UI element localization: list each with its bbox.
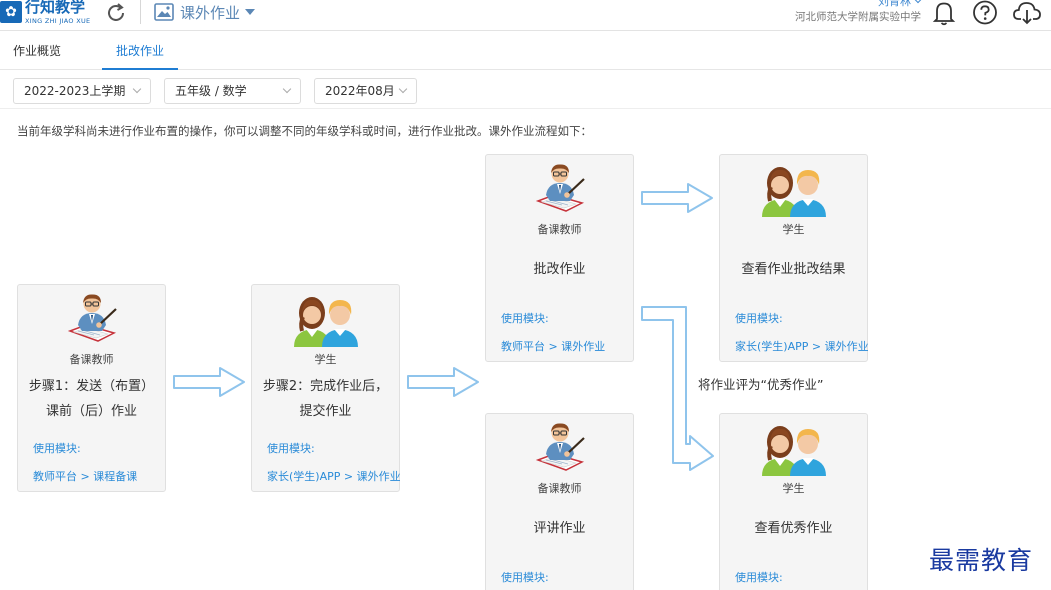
module-title: 使用模块: — [735, 571, 783, 584]
grade-subject-select[interactable]: 五年级 / 数学 — [164, 78, 301, 104]
tab-overview[interactable]: 作业概览 — [13, 44, 62, 58]
chevron-down-icon — [398, 84, 408, 94]
teacher-avatar — [18, 291, 165, 347]
logo-mark-icon: ✿ — [0, 1, 22, 23]
flow-card-grade: 备课教师 批改作业 使用模块: 教师平台 > 课外作业 — [485, 154, 634, 362]
app-logo[interactable]: ✿ 行知教学 XING ZHI JIAO XUE — [0, 0, 90, 28]
card-step-line1: 步骤2：完成作业后， — [262, 379, 389, 394]
module-link[interactable]: 教师平台 > 课程备课 — [33, 470, 138, 483]
card-step-line1: 步骤1：发送（布置） — [28, 379, 155, 394]
module-title: 使用模块: — [501, 571, 549, 584]
user-name: 刘青林 — [878, 0, 911, 8]
module-title: 使用模块: — [267, 442, 315, 455]
students-icon — [758, 161, 830, 217]
teacher-icon — [532, 420, 588, 476]
term-select[interactable]: 2022-2023上学期 — [13, 78, 151, 104]
module-link[interactable]: 家长(学生)APP > 课外作业 — [267, 470, 401, 483]
module-link[interactable]: 家长(学生)APP > 课外作业 — [735, 340, 869, 353]
chevron-down-icon — [913, 0, 923, 4]
teacher-avatar — [486, 420, 633, 476]
flow-arrow-right-icon — [641, 183, 713, 213]
refresh-icon[interactable] — [104, 1, 128, 25]
flow-card-submit: 学生 步骤2：完成作业后， 提交作业 使用模块: 家长(学生)APP > 课外作… — [251, 284, 401, 492]
user-menu[interactable]: 刘青林 — [795, 0, 923, 9]
month-select-value: 2022年08月 — [325, 84, 395, 98]
image-icon — [154, 3, 174, 21]
user-info: 刘青林 河北师范大学附属实验中学 — [795, 0, 923, 23]
card-role: 学生 — [782, 482, 805, 495]
teacher-avatar — [486, 161, 633, 217]
card-role: 学生 — [782, 223, 805, 236]
card-role: 备课教师 — [69, 353, 114, 366]
students-avatar — [252, 291, 399, 347]
school-name: 河北师范大学附属实验中学 — [795, 10, 921, 23]
card-step-line1: 批改作业 — [533, 262, 586, 277]
logo-title: 行知教学 — [25, 0, 86, 16]
card-step-line1: 评讲作业 — [533, 521, 586, 536]
teacher-icon — [532, 161, 588, 217]
chevron-down-icon — [245, 9, 256, 15]
card-step-line2: 课前（后）作业 — [45, 404, 137, 419]
logo-subtitle: XING ZHI JIAO XUE — [25, 17, 91, 25]
top-bar: ✿ 行知教学 XING ZHI JIAO XUE 课外作业 刘青林 河北师范大学… — [0, 0, 1051, 31]
excellent-note: 将作业评为“优秀作业” — [698, 377, 824, 392]
card-step-line1: 查看优秀作业 — [754, 521, 833, 536]
month-select[interactable]: 2022年08月 — [314, 78, 417, 104]
module-link[interactable]: 教师平台 > 课外作业 — [501, 340, 606, 353]
students-avatar — [720, 420, 867, 476]
flow-card-excellent: 学生 查看优秀作业 使用模块: — [719, 413, 868, 590]
card-step-line1: 查看作业批改结果 — [741, 262, 846, 277]
chevron-down-icon — [282, 84, 292, 94]
card-role: 备课教师 — [537, 223, 582, 236]
flow-notice: 当前年级学科尚未进行作业布置的操作，你可以调整不同的年级学科或时间，进行作业批改… — [17, 124, 592, 138]
tab-bar: 作业概览 批改作业 — [0, 32, 1051, 70]
module-title: 使用模块: — [501, 312, 549, 325]
grade-subject-value: 五年级 / 数学 — [175, 84, 247, 98]
flow-arrow-bend-icon — [641, 306, 714, 471]
students-icon — [290, 291, 362, 347]
card-role: 备课教师 — [537, 482, 582, 495]
flow-card-send: 备课教师 步骤1：发送（布置） 课前（后）作业 使用模块: 教师平台 > 课程备… — [17, 284, 166, 492]
module-label: 课外作业 — [180, 3, 241, 22]
students-avatar — [720, 161, 867, 217]
bell-icon[interactable] — [930, 0, 958, 26]
card-step-line2: 提交作业 — [299, 404, 352, 419]
header-divider — [140, 0, 141, 24]
watermark: 最需教育 — [929, 546, 1034, 575]
cloud-download-icon[interactable] — [1012, 0, 1042, 26]
students-icon — [758, 420, 830, 476]
module-title: 使用模块: — [735, 312, 783, 325]
flow-arrow-right-icon — [173, 367, 245, 397]
flow-card-review: 备课教师 评讲作业 使用模块: — [485, 413, 634, 590]
flow-card-result: 学生 查看作业批改结果 使用模块: 家长(学生)APP > 课外作业 — [719, 154, 869, 362]
module-title: 使用模块: — [33, 442, 81, 455]
flow-arrow-right-icon — [407, 367, 479, 397]
module-selector[interactable]: 课外作业 — [154, 1, 256, 23]
chevron-down-icon — [132, 84, 142, 94]
teacher-icon — [64, 291, 120, 347]
filter-bar: 2022-2023上学期 五年级 / 数学 2022年08月 — [0, 70, 1051, 109]
card-role: 学生 — [314, 353, 337, 366]
term-select-value: 2022-2023上学期 — [24, 84, 126, 98]
tab-grading[interactable]: 批改作业 — [102, 32, 178, 70]
help-icon[interactable] — [971, 0, 999, 26]
